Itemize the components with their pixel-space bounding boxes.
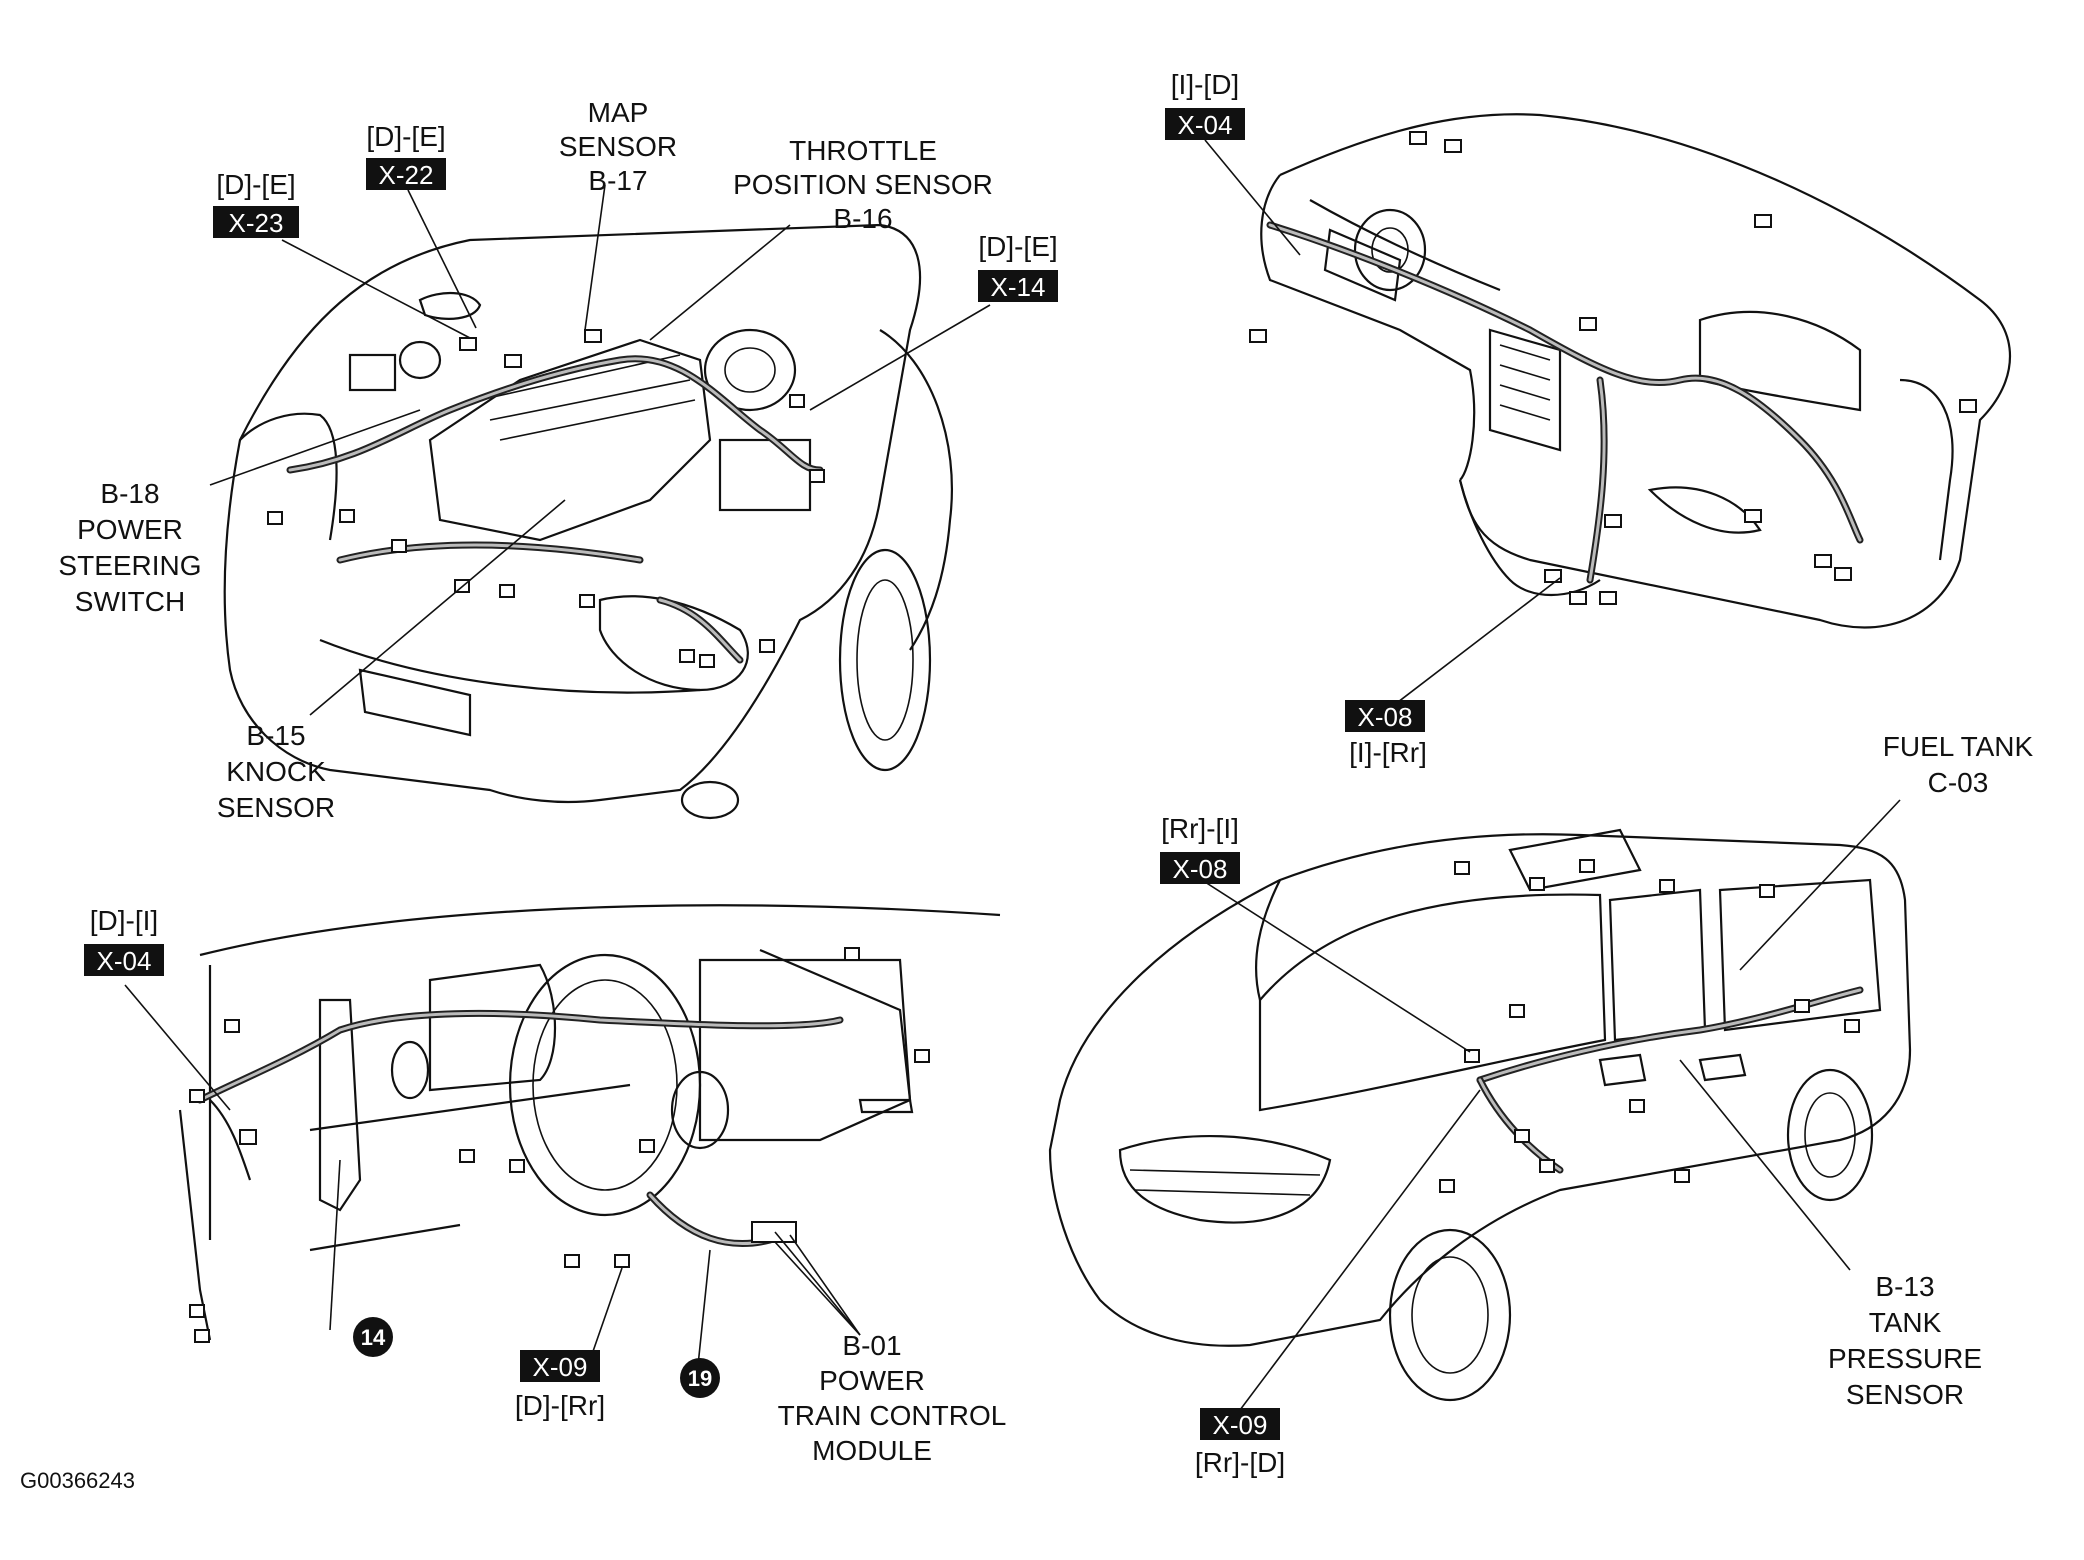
pcm-label-4: MODULE bbox=[812, 1435, 932, 1466]
x23-location-label: [D]-[E] bbox=[216, 169, 295, 200]
panel-x04-tag: X-04 bbox=[84, 944, 164, 976]
fuel-tank-label-2: C-03 bbox=[1928, 767, 1989, 798]
x14-tag-label: X-14 bbox=[991, 272, 1046, 302]
pcm-label-1: B-01 bbox=[842, 1330, 901, 1361]
map-sensor-label-1: MAP bbox=[588, 97, 649, 128]
panel-connectors bbox=[189, 947, 930, 1343]
circle-19: 19 bbox=[680, 1358, 720, 1398]
map-sensor-label-3: B-17 bbox=[588, 165, 647, 196]
power-steering-label-2: POWER bbox=[77, 514, 183, 545]
power-steering-label-3: STEERING bbox=[58, 550, 201, 581]
panel-x04-location-label: [D]-[I] bbox=[90, 905, 158, 936]
vehicle-connectors bbox=[1439, 859, 1860, 1193]
throttle-position-label-1: THROTTLE bbox=[789, 135, 937, 166]
throttle-position-label-3: B-16 bbox=[833, 203, 892, 234]
tank-pressure-label-3: PRESSURE bbox=[1828, 1343, 1982, 1374]
map-sensor-label-2: SENSOR bbox=[559, 131, 677, 162]
engine-bay-view bbox=[209, 184, 991, 820]
engine-connectors bbox=[267, 329, 825, 668]
dash-x04-tag-label: X-04 bbox=[1178, 110, 1233, 140]
panel-x09-tag-label: X-09 bbox=[533, 1352, 588, 1382]
knock-sensor-label-1: B-15 bbox=[246, 720, 305, 751]
vehicle-view bbox=[1048, 799, 1912, 1411]
dashboard-connectors bbox=[1249, 131, 1977, 605]
tank-pressure-label-4: SENSOR bbox=[1846, 1379, 1964, 1410]
panel-x04-tag-label: X-04 bbox=[97, 946, 152, 976]
dash-x08-tag-label: X-08 bbox=[1358, 702, 1413, 732]
veh-x08-tag: X-08 bbox=[1160, 852, 1240, 884]
panel-x09-tag: X-09 bbox=[520, 1350, 600, 1382]
dash-x08-tag: X-08 bbox=[1345, 700, 1425, 732]
power-steering-label-1: B-18 bbox=[100, 478, 159, 509]
circle-19-label: 19 bbox=[688, 1366, 712, 1391]
veh-x09-tag: X-09 bbox=[1200, 1408, 1280, 1440]
circle-14-label: 14 bbox=[361, 1325, 386, 1350]
instrument-panel-view bbox=[124, 904, 1001, 1376]
x22-location-label: [D]-[E] bbox=[366, 121, 445, 152]
dash-x08-location-label: [I]-[Rr] bbox=[1349, 737, 1427, 768]
x23-tag: X-23 bbox=[213, 206, 299, 238]
knock-sensor-label-3: SENSOR bbox=[217, 792, 335, 823]
x22-tag-label: X-22 bbox=[379, 160, 434, 190]
pcm-label-3: TRAIN CONTROL bbox=[778, 1400, 1007, 1431]
x23-tag-label: X-23 bbox=[229, 208, 284, 238]
x14-location-label: [D]-[E] bbox=[978, 231, 1057, 262]
circle-14: 14 bbox=[353, 1317, 393, 1357]
power-steering-label-4: SWITCH bbox=[75, 586, 185, 617]
pcm-label-2: POWER bbox=[819, 1365, 925, 1396]
dashboard-view bbox=[1204, 113, 2011, 713]
veh-x09-location-label: [Rr]-[D] bbox=[1195, 1447, 1285, 1478]
panel-x09-location-label: [D]-[Rr] bbox=[515, 1390, 605, 1421]
figure-id: G00366243 bbox=[20, 1468, 135, 1493]
dash-x04-tag: X-04 bbox=[1165, 108, 1245, 140]
veh-x09-tag-label: X-09 bbox=[1213, 1410, 1268, 1440]
fuel-tank-label-1: FUEL TANK bbox=[1883, 731, 2034, 762]
throttle-position-label-2: POSITION SENSOR bbox=[733, 169, 993, 200]
x22-tag: X-22 bbox=[366, 158, 446, 190]
x14-tag: X-14 bbox=[978, 270, 1058, 302]
tank-pressure-label-1: B-13 bbox=[1875, 1271, 1934, 1302]
dash-x04-location-label: [I]-[D] bbox=[1171, 69, 1239, 100]
veh-x08-tag-label: X-08 bbox=[1173, 854, 1228, 884]
tank-pressure-label-2: TANK bbox=[1869, 1307, 1942, 1338]
knock-sensor-label-2: KNOCK bbox=[226, 756, 326, 787]
veh-x08-location-label: [Rr]-[I] bbox=[1161, 813, 1239, 844]
